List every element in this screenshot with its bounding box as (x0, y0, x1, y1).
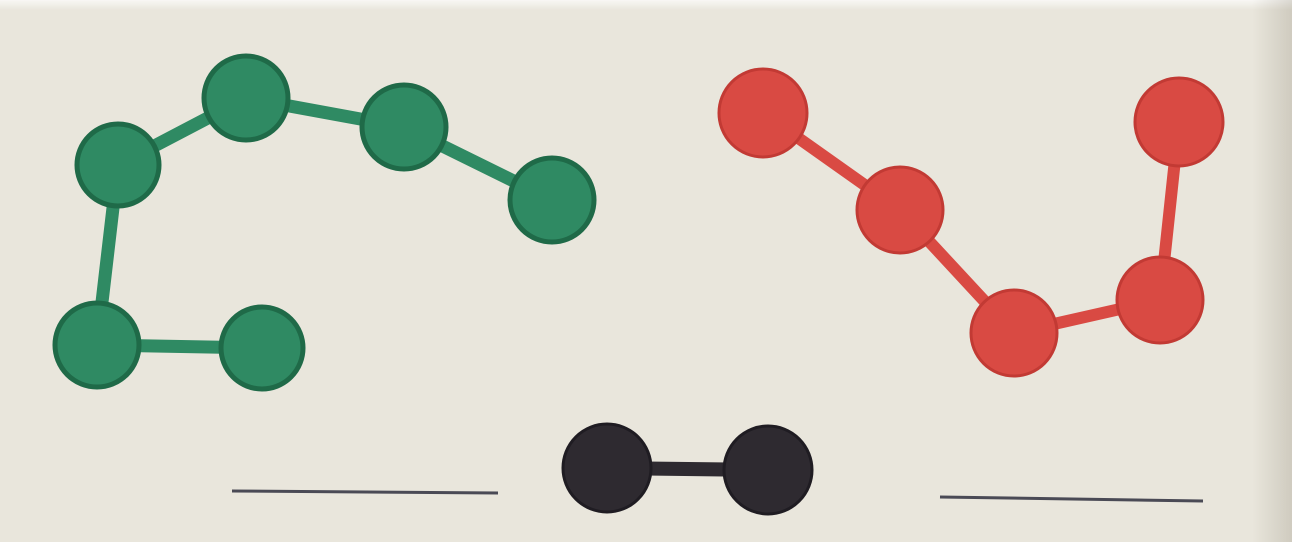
black-atom (561, 422, 653, 514)
answer-line-right (939, 495, 1204, 503)
green-atom (52, 300, 142, 390)
black-dumbbell-molecule (561, 422, 814, 516)
green-atom (74, 121, 162, 209)
green-atom (201, 53, 291, 143)
answer-line-left (231, 489, 499, 495)
black-atom (722, 424, 814, 516)
red-chain-molecule (717, 67, 1225, 378)
paper-top-shade (0, 0, 1292, 10)
red-atom (969, 288, 1059, 378)
green-chain-molecule (52, 53, 597, 392)
red-atom (855, 165, 945, 255)
green-atom (507, 155, 597, 245)
green-atom (218, 304, 306, 392)
red-atom (717, 67, 809, 159)
paper-edge-shade (1252, 0, 1292, 542)
green-atom (359, 82, 449, 172)
red-atom (1115, 255, 1205, 345)
red-atom (1133, 76, 1225, 168)
